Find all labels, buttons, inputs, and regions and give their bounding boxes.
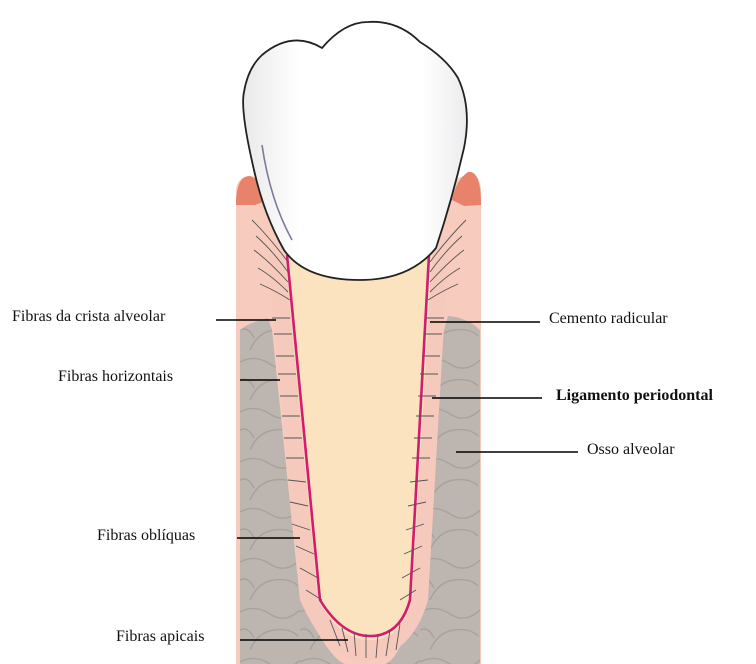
- label-cemento-radicular: Cemento radicular: [549, 309, 668, 329]
- label-fibras-apicais: Fibras apicais: [116, 627, 204, 647]
- label-fibras-obliquas: Fibras oblíquas: [97, 526, 195, 546]
- label-ligamento-periodontal: Ligamento periodontal: [556, 386, 713, 406]
- label-fibras-crista-alveolar: Fibras da crista alveolar: [12, 307, 165, 327]
- label-fibras-horizontais: Fibras horizontais: [58, 367, 173, 387]
- label-osso-alveolar: Osso alveolar: [587, 440, 675, 460]
